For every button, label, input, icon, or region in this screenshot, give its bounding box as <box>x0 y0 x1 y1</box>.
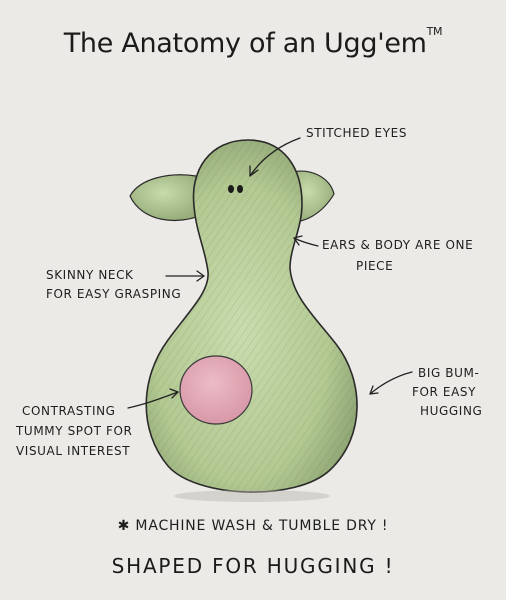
label-ears-line1: EARS & BODY ARE ONE <box>322 238 474 252</box>
right-eye <box>237 185 243 193</box>
arrow-ears <box>293 237 319 247</box>
label-tummy-line2: TUMMY SPOT FOR <box>16 424 133 438</box>
label-tummy-line3: VISUAL INTEREST <box>16 444 131 458</box>
arrow-eyes <box>249 137 301 177</box>
title-text: The Anatomy of an Ugg'em <box>63 28 427 59</box>
ground-shadow <box>174 490 330 502</box>
label-neck-line1: SKINNY NECK <box>46 268 134 282</box>
tummy-spot <box>179 355 253 425</box>
arrow-eyes-head <box>249 165 259 177</box>
page-title: The Anatomy of an Ugg'emTM <box>0 25 506 59</box>
left-eye <box>228 185 234 193</box>
label-tummy-line1: CONTRASTING <box>22 404 116 418</box>
label-neck-line2: FOR EASY GRASPING <box>46 287 182 301</box>
arrow-bum <box>369 371 413 395</box>
label-bum-line1: BIG BUM- <box>418 366 480 380</box>
label-ears-line2: PIECE <box>356 259 394 273</box>
label-bum-line2: FOR EASY <box>412 385 477 399</box>
arrow-tummy <box>127 391 179 409</box>
leader-arrows <box>127 137 413 409</box>
arrow-bum-head <box>369 385 379 395</box>
care-note: ✱ MACHINE WASH & TUMBLE DRY ! <box>117 518 389 534</box>
tagline: SHAPED FOR HUGGING ! <box>111 554 395 578</box>
label-bum-line3: HUGGING <box>420 404 483 418</box>
trademark-mark: TM <box>426 25 443 38</box>
left-ear <box>129 174 205 221</box>
arrow-neck-head <box>196 270 205 282</box>
arrow-ears-head <box>293 235 303 246</box>
arrow-tummy-head <box>169 388 179 399</box>
stitched-eyes <box>228 185 243 193</box>
label-stitched-eyes: STITCHED EYES <box>306 126 408 140</box>
